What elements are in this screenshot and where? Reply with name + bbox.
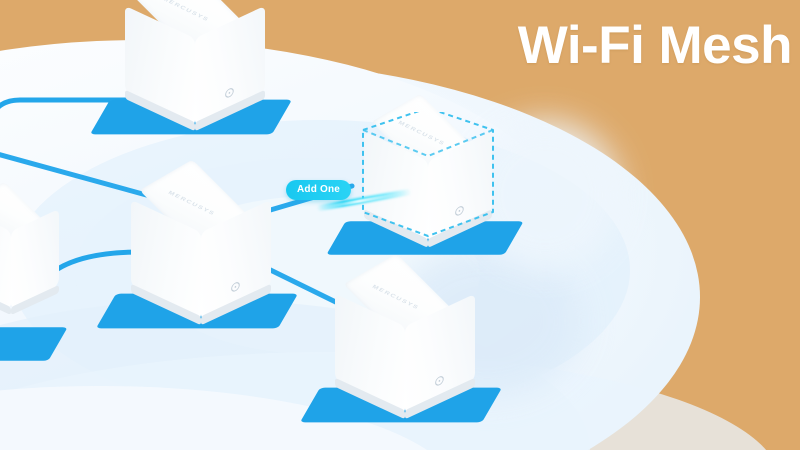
connection-line-top-left xyxy=(0,97,143,109)
connection-line-diagonal-upper xyxy=(0,152,153,199)
page-title: Wi-Fi Mesh xyxy=(517,16,793,75)
add-one-badge[interactable]: Add One xyxy=(286,180,352,200)
